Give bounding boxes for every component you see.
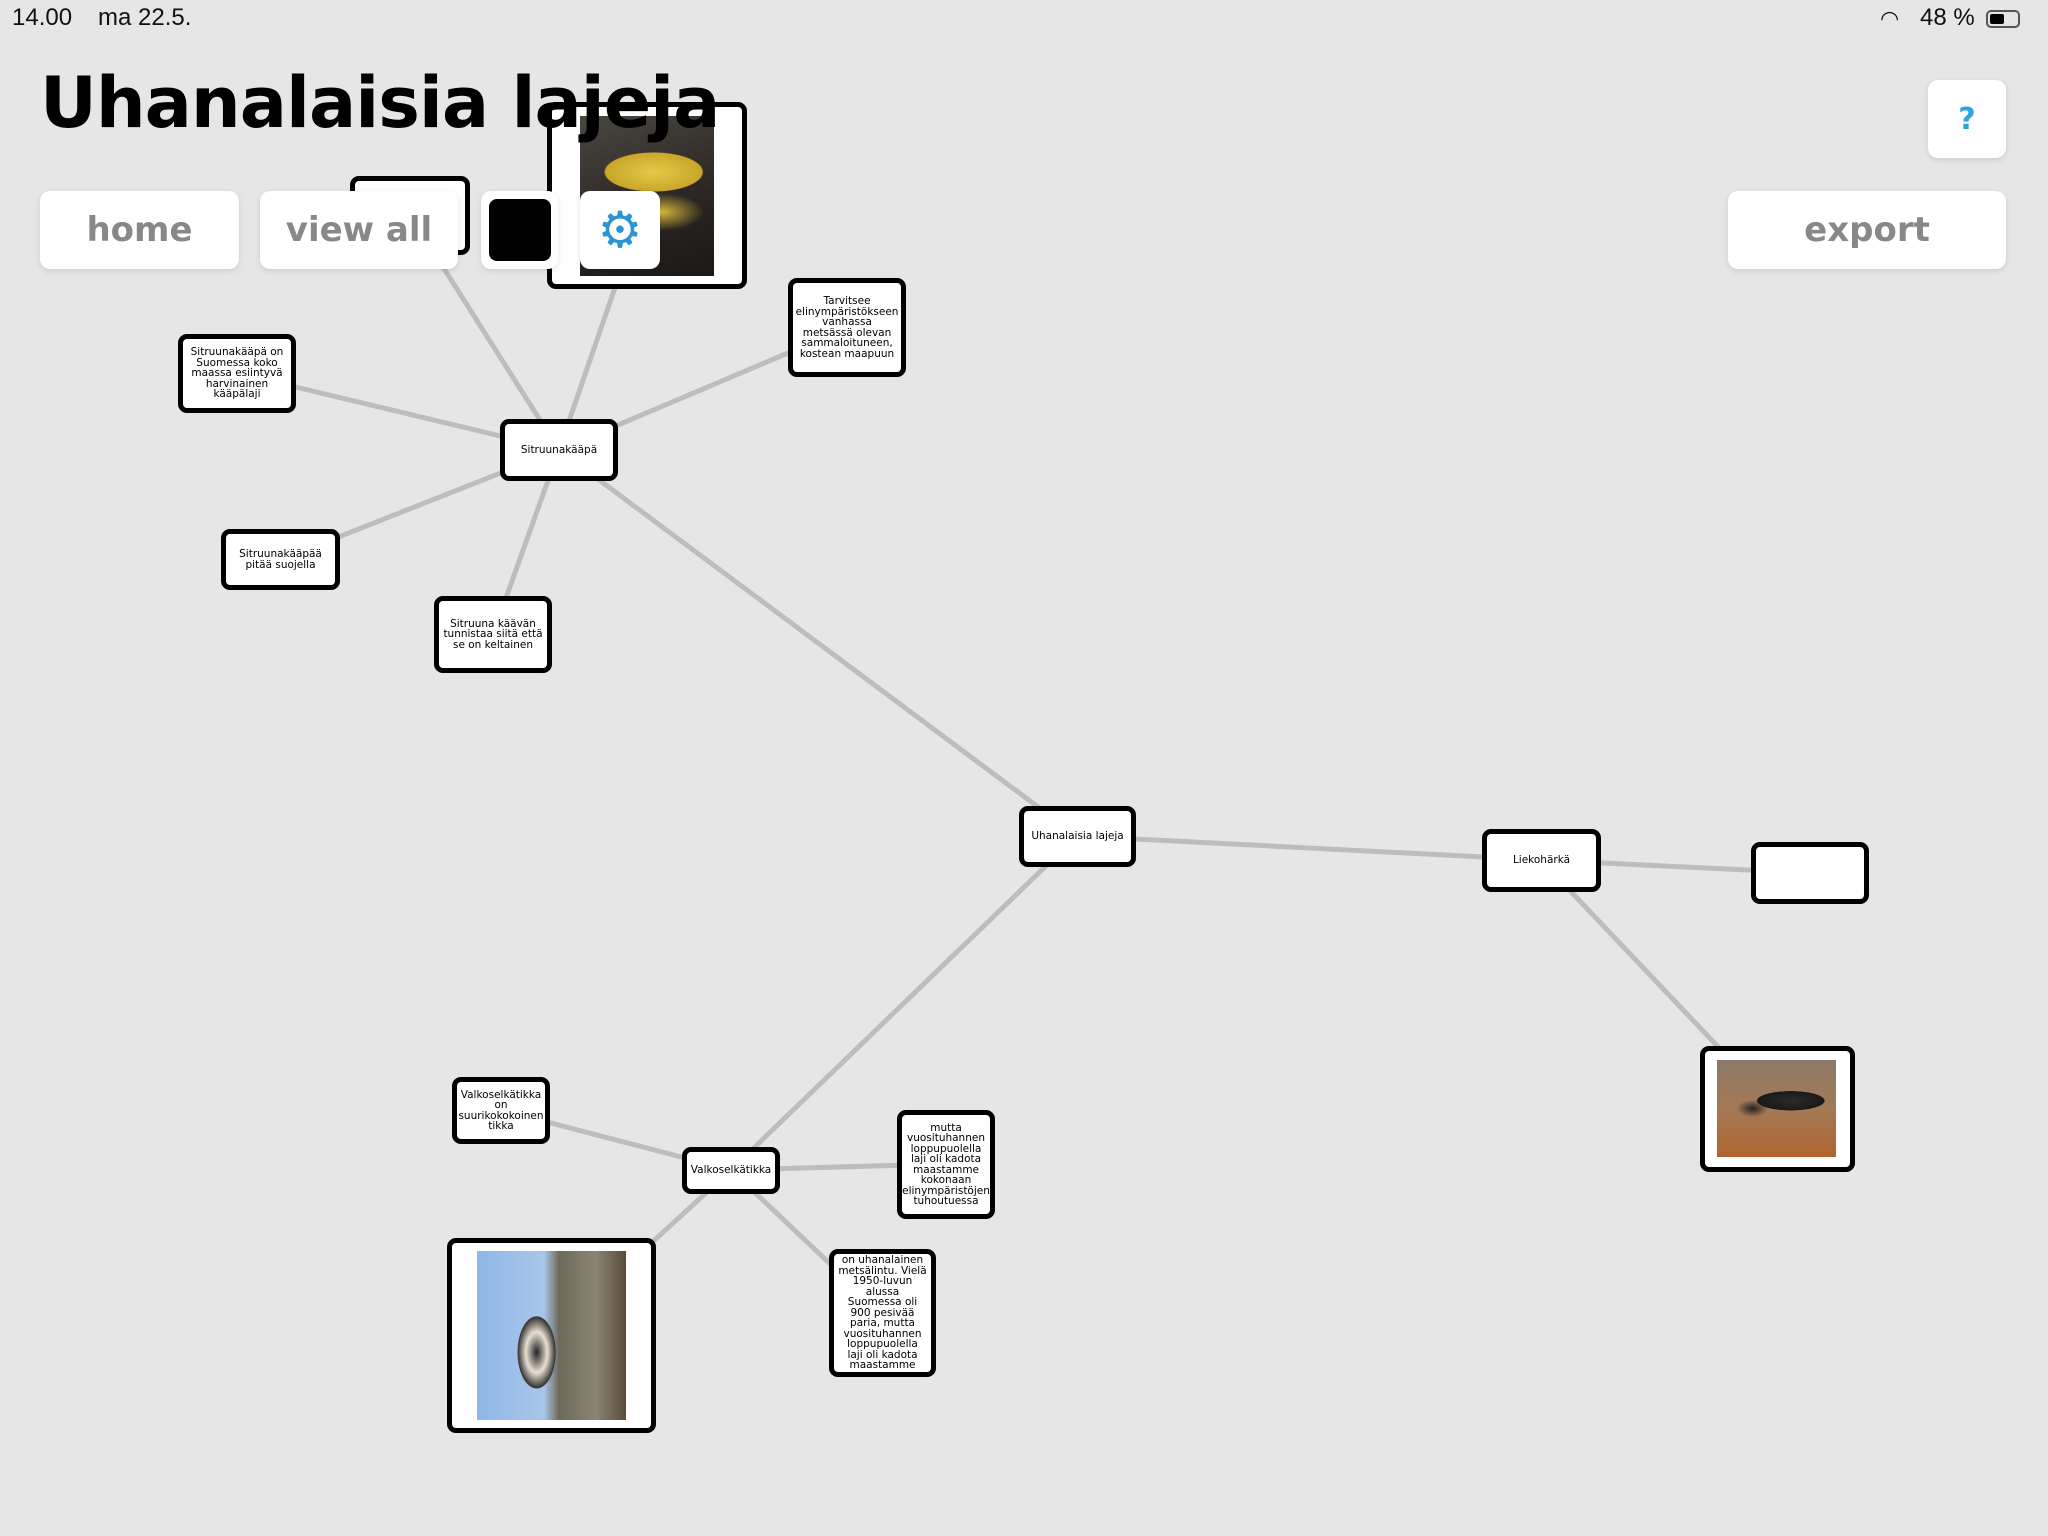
home-button[interactable]: home <box>40 191 239 269</box>
mindmap-node[interactable]: Sitruunakääpää pitää suojella <box>221 529 340 590</box>
color-swatch <box>488 199 551 261</box>
mindmap-node[interactable]: mutta vuosituhannen loppupuolella laji o… <box>897 1110 995 1219</box>
wifi-icon: ◠ <box>1880 6 1900 31</box>
gear-icon: ⚙ <box>597 201 643 259</box>
node-label: Valkoselkätikka <box>690 1164 772 1177</box>
status-date: ma 22.5. <box>98 4 192 31</box>
node-label: Sitruunakääpä <box>520 443 598 456</box>
mindmap-node-image-woodpecker[interactable] <box>447 1238 656 1433</box>
edge <box>729 834 1079 1172</box>
mindmap-node-root[interactable]: Uhanalaisia lajeja <box>1019 806 1136 867</box>
mindmap-node[interactable]: Sitruuna käävän tunnistaa siitä että se … <box>434 596 552 673</box>
node-label: Uhanalaisia lajeja <box>1031 830 1124 843</box>
node-label: Valkoselkätikka on suurikokokoinen tikka <box>458 1088 544 1132</box>
color-picker-button[interactable] <box>481 191 558 269</box>
view-all-button[interactable]: view all <box>260 191 458 269</box>
mindmap-node-valkoselkatikka[interactable]: Valkoselkätikka <box>682 1147 780 1194</box>
mindmap-node[interactable]: on uhanalainen metsälintu. Vielä 1950-lu… <box>829 1249 936 1377</box>
node-label: Sitruunakääpää pitää suojella <box>239 548 322 571</box>
export-button[interactable]: export <box>1728 191 2006 269</box>
mindmap-node-liekoharka[interactable]: Liekohärkä <box>1482 829 1601 892</box>
status-time: 14.00 <box>12 4 73 31</box>
settings-button[interactable]: ⚙ <box>580 191 660 269</box>
battery-icon <box>1986 10 2020 28</box>
help-button[interactable]: ? <box>1928 80 2006 158</box>
mindmap-node-image-beetle[interactable] <box>1700 1046 1855 1172</box>
node-label: Tarvitsee elinympäristökseen vanhassa me… <box>795 295 899 360</box>
mindmap-node-sitruunakaapa[interactable]: Sitruunakääpä <box>500 419 618 481</box>
mindmap-node[interactable]: Valkoselkätikka on suurikokokoinen tikka <box>452 1077 550 1144</box>
node-label: Sitruunakääpä on Suomessa koko maassa es… <box>190 346 284 401</box>
beetle-photo <box>1717 1060 1836 1157</box>
node-label: on uhanalainen metsälintu. Vielä 1950-lu… <box>838 1254 927 1372</box>
mindmap-node-empty[interactable] <box>1751 842 1869 904</box>
mindmap-node[interactable]: Tarvitsee elinympäristökseen vanhassa me… <box>788 278 906 377</box>
mindmap-node[interactable]: Sitruunakääpä on Suomessa koko maassa es… <box>178 334 296 413</box>
woodpecker-photo <box>477 1251 626 1420</box>
battery-percent: 48 % <box>1920 4 1975 31</box>
node-label: Liekohärkä <box>1512 854 1571 867</box>
node-label: Sitruuna käävän tunnistaa siitä että se … <box>443 617 543 651</box>
edge <box>1076 833 1542 863</box>
page-title: Uhanalaisia lajeja <box>40 62 720 144</box>
node-label: mutta vuosituhannen loppupuolella laji o… <box>902 1121 990 1207</box>
edge <box>557 447 1079 839</box>
